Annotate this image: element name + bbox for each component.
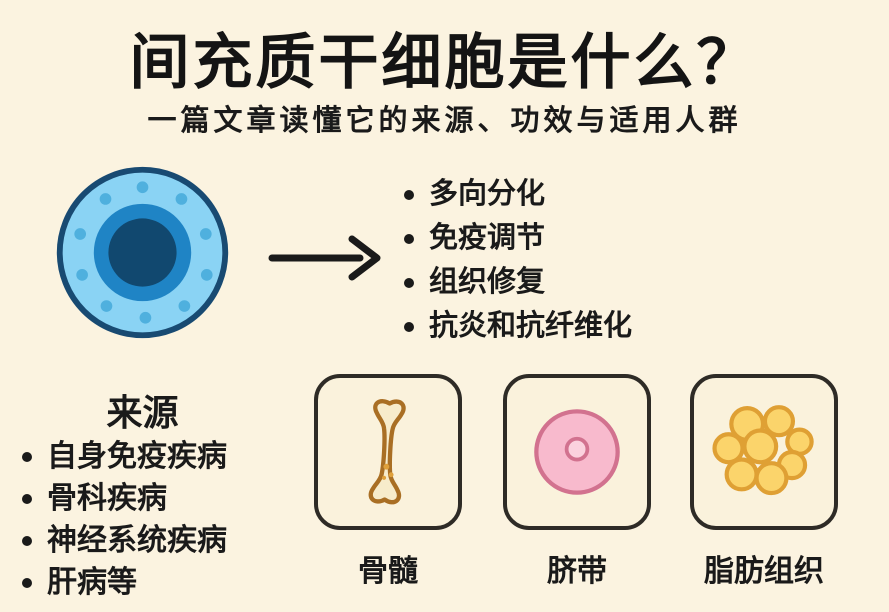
bullet-dot [22, 451, 32, 462]
list-item: 免疫调节 [404, 222, 632, 255]
list-item: 骨科疾病 [22, 482, 227, 515]
functions-list: 多向分化 免疫调节 组织修复 抗炎和抗纤维化 [404, 178, 632, 343]
condition-label: 骨科疾病 [47, 482, 167, 515]
condition-label: 肝病等 [47, 566, 137, 599]
bullet-dot [404, 321, 414, 332]
bone-marrow-icon [368, 399, 406, 505]
source-card-label: 骨髓 [358, 555, 418, 588]
source-card-adipose-tissue [690, 374, 838, 530]
list-item: 组织修复 [404, 266, 632, 299]
condition-label: 自身免疫疾病 [47, 440, 227, 473]
function-label: 免疫调节 [429, 222, 546, 254]
umbilical-cord-icon [534, 409, 620, 495]
list-item: 神经系统疾病 [22, 524, 227, 557]
list-item: 抗炎和抗纤维化 [404, 310, 632, 343]
page-subtitle: 一篇文章读懂它的来源、功效与适用人群 [147, 105, 742, 137]
source-card-label: 脐带 [547, 555, 607, 588]
bullet-dot [404, 233, 414, 244]
cell-dots [74, 181, 213, 324]
bullet-dot [22, 493, 32, 504]
bullet-dot [22, 577, 32, 588]
function-label: 抗炎和抗纤维化 [429, 310, 633, 342]
source-card-bone-marrow [314, 374, 462, 530]
conditions-list: 自身免疫疾病 骨科疾病 神经系统疾病 肝病等 [22, 440, 227, 599]
stem-cell-icon [56, 166, 229, 339]
sources-heading: 来源 [106, 392, 179, 433]
bullet-dot [404, 189, 414, 200]
page-title: 间充质干细胞是什么？ [129, 29, 760, 96]
arrow-right-icon [268, 235, 381, 281]
function-label: 组织修复 [429, 266, 546, 298]
source-card-label: 脂肪组织 [704, 555, 824, 588]
source-card-umbilical-cord [503, 374, 651, 530]
condition-label: 神经系统疾病 [47, 524, 227, 557]
list-item: 肝病等 [22, 566, 227, 599]
adipose-tissue-icon [712, 405, 814, 496]
list-item: 多向分化 [404, 178, 632, 211]
bullet-dot [22, 535, 32, 546]
bullet-dot [404, 277, 414, 288]
list-item: 自身免疫疾病 [22, 440, 227, 473]
function-label: 多向分化 [429, 178, 546, 210]
